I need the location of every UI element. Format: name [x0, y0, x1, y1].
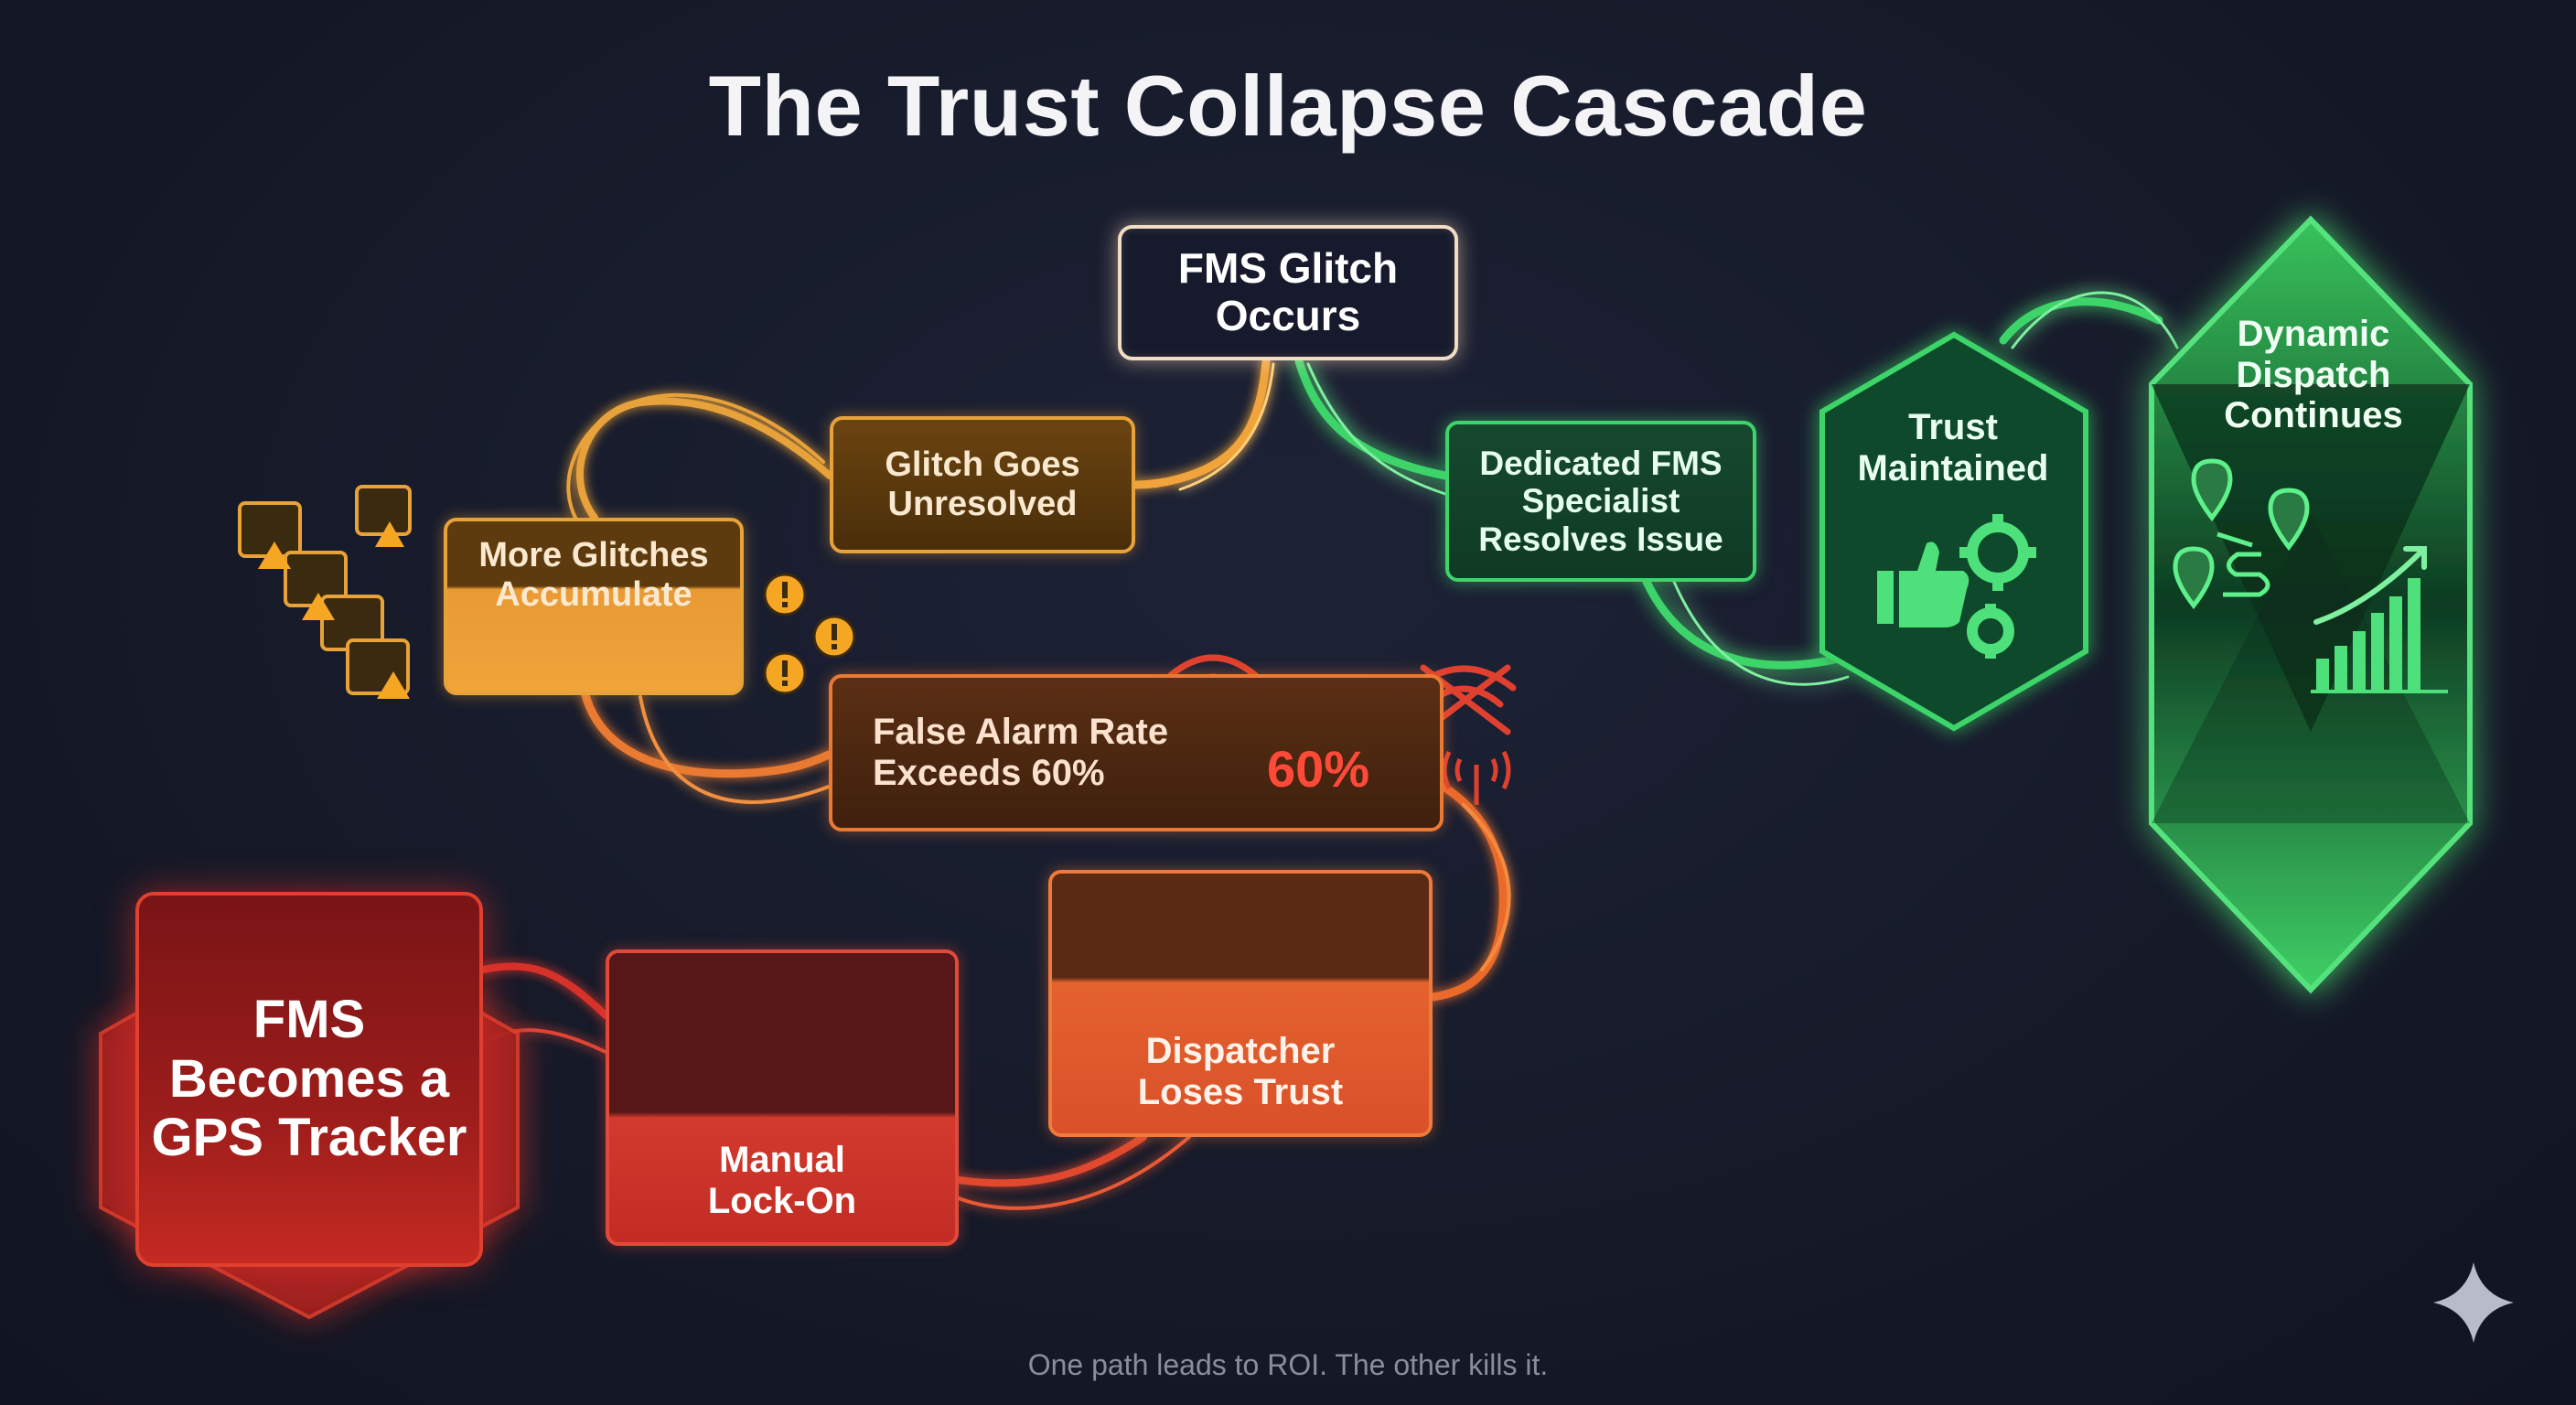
alert-marks — [782, 582, 837, 686]
node-line: Trust — [1908, 407, 1998, 448]
node-line: Unresolved — [887, 485, 1078, 523]
node-line: More Glitches — [478, 536, 709, 574]
node-line: Dispatcher — [1145, 1031, 1336, 1072]
thumbs-up-icon — [1877, 542, 1970, 627]
bar-chart-icon — [2311, 578, 2448, 693]
node-line: GPS Tracker — [151, 1108, 467, 1168]
warning-triangle-icon — [258, 521, 410, 699]
node-line: Occurs — [1215, 292, 1361, 339]
gauge-value: 60% — [1266, 740, 1370, 798]
node-line: False Alarm Rate — [873, 712, 1169, 753]
node-line: Glitch Goes — [885, 445, 1080, 485]
failure-path-connectors — [479, 357, 1511, 1210]
node-line: Dispatch — [2236, 354, 2391, 395]
node-line: Maintained — [1857, 448, 2049, 488]
sparkle-icon — [2433, 1262, 2514, 1343]
route-icon — [2216, 531, 2270, 597]
footer-caption: One path leads to ROI. The other kills i… — [1027, 1348, 1549, 1381]
node-line: Manual — [719, 1140, 845, 1181]
connector-dispatcher-to-lockon — [955, 1133, 1147, 1187]
antenna-icon — [1442, 750, 1511, 805]
node-line: Accumulate — [495, 574, 692, 614]
gear-teeth — [1959, 514, 2036, 659]
node-line: FMS — [252, 989, 366, 1049]
node-line: Loses Trust — [1137, 1072, 1344, 1113]
diagram-title: The Trust Collapse Cascade — [708, 58, 1868, 154]
connector-lockon-to-gps — [479, 962, 609, 1019]
connector-accumulate-to-falsealarm — [581, 691, 833, 778]
node-line: Exceeds 60% — [873, 753, 1105, 793]
node-line: Specialist — [1521, 482, 1680, 520]
warning-window-icon — [238, 485, 412, 695]
node-line: Resolves Issue — [1478, 520, 1723, 558]
connector-specialist-to-trust — [1642, 577, 1843, 670]
success-path-connectors — [1294, 291, 2179, 686]
error-alert-icon — [763, 573, 856, 695]
node-line: Continues — [2224, 395, 2403, 436]
node-line: Becomes a — [168, 1048, 450, 1109]
dynamic-dispatch-crystal — [2149, 215, 2473, 994]
connector-trust-to-dynamic — [1999, 297, 2163, 345]
node-line: Lock-On — [707, 1181, 857, 1222]
node-line: Dynamic — [2237, 313, 2390, 354]
location-pin-icon — [2173, 458, 2310, 610]
connector-start-to-unresolved — [1132, 357, 1271, 489]
node-line: FMS Glitch — [1177, 244, 1399, 293]
trust-maintained-hexagon — [1819, 331, 2088, 732]
connector-unresolved-to-accumulate — [576, 397, 833, 521]
node-line: Dedicated FMS — [1479, 444, 1723, 482]
connector-start-to-specialist — [1294, 357, 1450, 480]
trend-arrow-icon — [2313, 546, 2427, 625]
